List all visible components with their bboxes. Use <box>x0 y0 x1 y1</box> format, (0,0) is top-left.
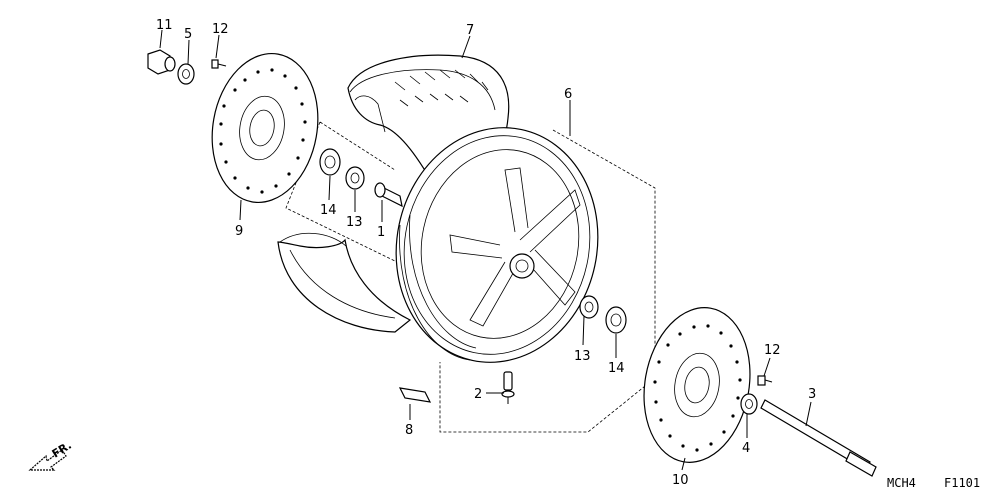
brake-disc-left <box>211 52 319 204</box>
callout-6: 6 <box>564 87 572 102</box>
callout-8: 8 <box>405 423 413 438</box>
dust-seal-lower <box>605 306 627 334</box>
disc-bolt-upper <box>211 59 227 69</box>
brake-disc-right <box>643 307 751 463</box>
callout-14-upper: 14 <box>320 203 337 218</box>
callout-9: 9 <box>235 224 243 239</box>
callout-4: 4 <box>742 441 750 456</box>
callout-labels: 11 5 12 7 6 9 14 13 1 13 14 2 8 10 4 12 … <box>156 18 816 488</box>
tire-lower-section <box>277 232 412 333</box>
callout-12-lower: 12 <box>764 343 781 358</box>
callout-7: 7 <box>466 23 474 38</box>
callout-14-lower: 14 <box>608 361 625 376</box>
wheel-rim <box>395 127 599 363</box>
left-collar <box>177 63 195 85</box>
front-arrow-icon <box>28 449 67 471</box>
dust-seal-upper <box>319 148 341 176</box>
callout-5: 5 <box>184 27 192 42</box>
balance-weight <box>398 387 432 403</box>
bearing-lower <box>579 295 599 319</box>
callout-10: 10 <box>672 473 689 488</box>
callout-1: 1 <box>377 225 385 240</box>
callout-2: 2 <box>474 387 482 402</box>
callout-3: 3 <box>808 387 816 402</box>
callout-11: 11 <box>156 18 173 33</box>
front-direction-indicator: FR. <box>28 439 74 471</box>
figure-code: MCH4 <box>887 476 916 490</box>
disc-bolt-lower <box>757 375 773 386</box>
leader-lines <box>159 29 812 471</box>
front-axle <box>760 399 877 477</box>
axle-nut <box>147 49 176 75</box>
tire-valve <box>501 371 515 404</box>
right-collar <box>740 393 758 415</box>
figure-number: F1101 <box>944 476 980 490</box>
callout-12-upper: 12 <box>212 22 229 37</box>
distance-collar <box>374 182 403 208</box>
callout-13-upper: 13 <box>346 215 363 230</box>
callout-13-lower: 13 <box>574 349 591 364</box>
bearing-upper <box>345 166 365 190</box>
